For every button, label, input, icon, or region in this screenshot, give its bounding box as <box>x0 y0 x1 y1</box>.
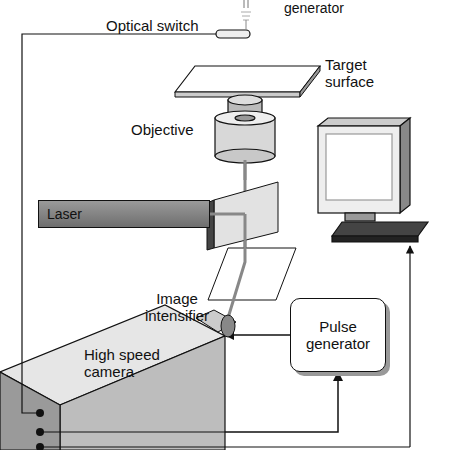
device-label: Optical switch <box>106 17 214 34</box>
objective-lens <box>215 95 275 163</box>
laser-beam <box>228 238 245 318</box>
node-label: Laser <box>47 206 201 223</box>
laser-beam <box>244 100 247 250</box>
device-label: generator <box>284 0 364 17</box>
target-plate <box>175 66 320 92</box>
computer <box>318 118 428 242</box>
laser-box: Laser <box>38 200 210 228</box>
data-wire <box>40 446 410 447</box>
optical-switch <box>216 30 250 38</box>
sync-wire <box>40 431 225 432</box>
camera-port <box>36 443 44 450</box>
data-wire <box>409 246 410 447</box>
source-icon <box>241 0 251 20</box>
node-label: High speed camera <box>84 346 194 380</box>
node-label: Pulse generator <box>296 318 380 352</box>
beam-splitter <box>207 182 278 250</box>
trigger-wire <box>22 300 38 413</box>
laser-beam <box>210 213 245 216</box>
signal-arrow <box>225 334 290 336</box>
switch-fiber <box>246 20 247 30</box>
image-plane <box>208 248 296 300</box>
target-plate-edge <box>175 92 300 97</box>
pulse-generator-box: Pulse generator <box>290 298 386 372</box>
camera-port <box>36 409 44 417</box>
signal-arrow <box>225 372 338 432</box>
part-label: Objective <box>131 121 211 138</box>
trigger-wire <box>22 34 216 300</box>
camera-port <box>36 428 44 436</box>
part-label: Image intensifier <box>140 290 214 324</box>
part-label: Target surface <box>325 56 397 90</box>
